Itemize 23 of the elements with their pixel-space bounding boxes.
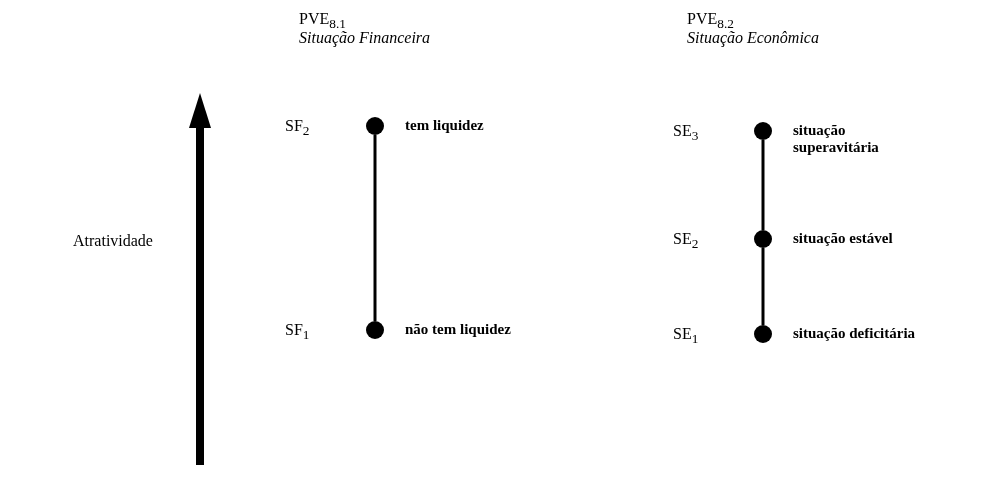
criterion-code: PVE$_{8.1}$ xyxy=(299,10,346,32)
level-dot xyxy=(754,325,772,343)
criterion-title: Situação Financeira xyxy=(299,29,431,46)
criterion-code: PVE$_{8.2}$ xyxy=(687,10,734,32)
level-dot xyxy=(754,122,772,140)
level-description: situação superavitária xyxy=(793,122,880,156)
level-dot xyxy=(366,117,384,135)
axis-label: Atratividade xyxy=(73,232,153,249)
scale-line xyxy=(373,135,377,321)
level-dot xyxy=(366,321,384,339)
criterion-title: Situação Econômica xyxy=(687,29,819,46)
scale-line xyxy=(761,140,765,230)
level-code: SF$_{2}$ xyxy=(285,117,310,140)
level-code: SE$_{2}$ xyxy=(673,230,699,253)
level-description: tem liquidez xyxy=(405,117,485,134)
level-description: situação estável xyxy=(793,230,894,247)
level-description: situação deficitária xyxy=(793,325,917,342)
scale-line xyxy=(761,248,765,325)
level-description: não tem liquidez xyxy=(405,321,512,338)
level-code: SE$_{1}$ xyxy=(673,325,699,348)
level-code: SE$_{3}$ xyxy=(673,122,699,145)
level-dot xyxy=(754,230,772,248)
level-code: SF$_{1}$ xyxy=(285,321,310,344)
